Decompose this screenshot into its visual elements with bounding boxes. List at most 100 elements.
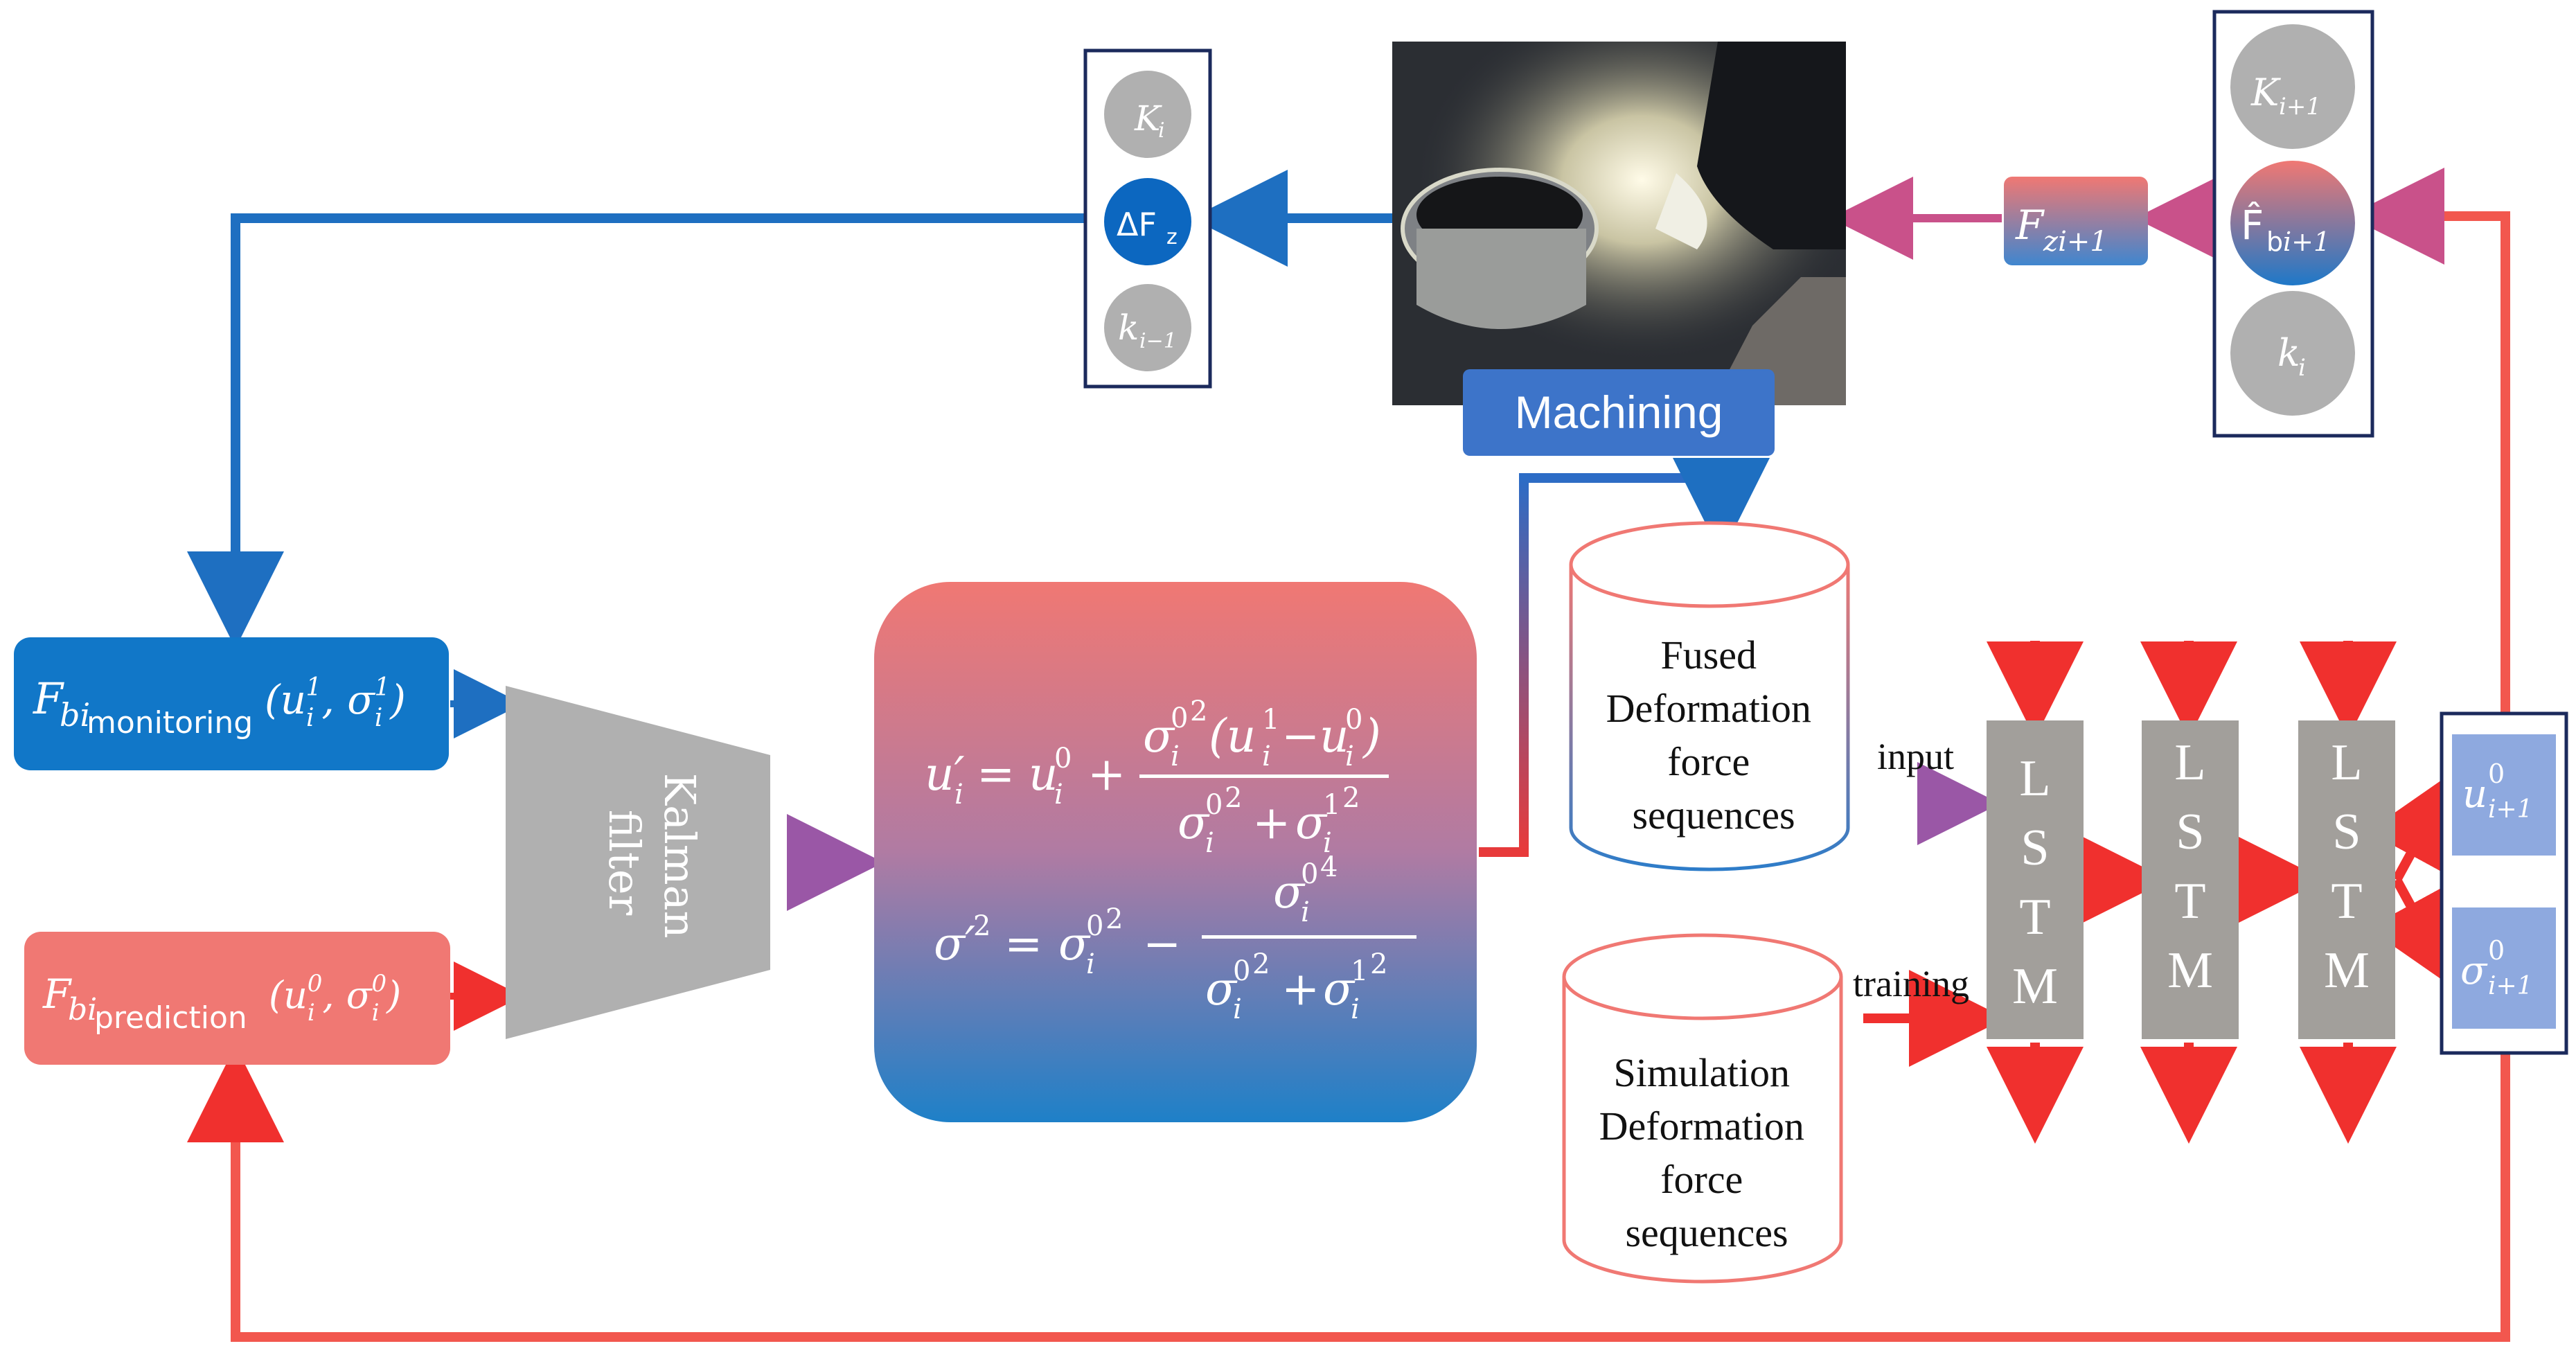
svg-text:i: i [1205, 827, 1214, 859]
circle-k-i [2230, 291, 2355, 416]
circle-K-i-plus-1 [2230, 24, 2355, 149]
svg-text:σ: σ [2460, 948, 2488, 993]
svg-text:+: + [1252, 796, 1290, 849]
lstm-output-panel: u 0 i+1 σ 0 i+1 [2440, 711, 2568, 1055]
svg-text:L: L [2174, 734, 2205, 791]
kalman-label-1: Kalman [655, 773, 705, 939]
svg-text:1: 1 [1351, 955, 1368, 987]
monitoring-F: F [33, 673, 64, 724]
svg-text:σ: σ [1323, 962, 1356, 1016]
formula-variance: σ′ 2 = σ i 0 2 − σ i 0 4 σ i 0 2 + σ i 1… [934, 851, 1416, 1025]
lstm-block-3: L S T M [2298, 720, 2395, 1039]
Fz-next-box: F zi+1 [2004, 177, 2148, 265]
svg-text:1: 1 [1262, 704, 1279, 736]
svg-text:i−1: i−1 [1139, 329, 1177, 353]
svg-text:+: + [1281, 962, 1320, 1016]
arrow-output-to-Fhat [2347, 168, 2510, 714]
svg-text:ΔF: ΔF [1117, 206, 1157, 243]
input-label: input [1877, 736, 1954, 777]
simulation-sequences-db: Simulation Deformation force sequences [1562, 933, 1843, 1284]
output-mean-box [2452, 734, 2556, 856]
svg-text:L: L [2331, 734, 2362, 791]
arrow-formula-to-fused [1479, 458, 1770, 857]
svg-text:u′: u′ [925, 747, 965, 801]
svg-text:u: u [1029, 747, 1058, 801]
svg-text:σ: σ [1178, 796, 1210, 849]
prediction-F: F [42, 971, 72, 1018]
svg-text:2: 2 [1225, 782, 1242, 814]
svg-text:z: z [1166, 225, 1178, 249]
kalman-update-formula: u′ i = u i 0 + σ i 0 2 (u i 1 − u i 0 ) … [874, 582, 1477, 1122]
svg-text:σ: σ [1295, 796, 1328, 849]
svg-text:=: = [977, 747, 1015, 801]
prediction-box: F bi prediction (ui0, σi0) [24, 932, 450, 1065]
svg-text:i: i [1233, 993, 1242, 1025]
svg-text:=: = [1004, 917, 1042, 971]
svg-text:0: 0 [1086, 910, 1103, 942]
circle-K-i [1104, 71, 1191, 158]
sim-label-3: force [1660, 1157, 1743, 1202]
svg-text:Simulation Deformation: Simulation Deformation force sequences [1599, 1050, 1815, 1255]
svg-text:2: 2 [1190, 696, 1207, 727]
fused-label-3: force [1667, 739, 1750, 784]
svg-text:i: i [1086, 948, 1095, 980]
circle-dFz [1104, 178, 1191, 265]
svg-text:M: M [2324, 942, 2370, 999]
svg-text:σ: σ [1058, 917, 1091, 971]
svg-text:i+1: i+1 [2488, 972, 2533, 1000]
svg-text:σ: σ [1205, 962, 1238, 1016]
svg-text:σ: σ [1273, 865, 1306, 919]
fused-label-4: sequences [1632, 792, 1795, 838]
svg-text:4: 4 [1320, 851, 1338, 883]
svg-text:i: i [1262, 741, 1271, 772]
arrow-dFz-to-monitoring [187, 213, 1108, 648]
prediction-subsub: prediction [94, 1000, 247, 1036]
circle-k-i-1 [1104, 284, 1191, 371]
svg-text:S: S [2020, 820, 2049, 876]
monitoring-sub: bi [60, 696, 90, 734]
state-panel-next: K i+1 F̂ b i+1 k i [2212, 10, 2374, 438]
svg-text:Fused Deformation: Fused Deformation force sequences [1606, 632, 1822, 838]
svg-text:+: + [1087, 747, 1126, 801]
svg-text:T: T [2019, 889, 2050, 946]
svg-text:2: 2 [1342, 782, 1360, 814]
kalman-label-2: filter [599, 810, 650, 916]
svg-text:K: K [1134, 98, 1162, 139]
svg-text:i: i [2298, 354, 2306, 382]
svg-text:2: 2 [1252, 948, 1270, 980]
svg-text:i: i [1158, 118, 1165, 143]
svg-text:i: i [1171, 741, 1180, 772]
fused-sequences-db: Fused Deformation force sequences [1569, 521, 1850, 871]
svg-text:K: K [2250, 71, 2281, 114]
svg-text:T: T [2331, 873, 2362, 930]
machining-label-box: Machining [1463, 369, 1775, 456]
svg-text:0: 0 [1171, 702, 1188, 734]
monitoring-subsub: monitoring [87, 705, 253, 741]
svg-text:u: u [2462, 772, 2487, 817]
svg-text:F: F [2015, 202, 2045, 249]
sim-label-4: sequences [1625, 1210, 1788, 1255]
svg-text:(u: (u [1209, 709, 1256, 763]
sim-label-1: Simulation [1613, 1050, 1790, 1095]
svg-text:S: S [2332, 804, 2361, 860]
svg-text:0: 0 [2488, 759, 2505, 789]
svg-text:k: k [2277, 331, 2300, 375]
machining-photo [1392, 42, 1846, 405]
svg-text:0: 0 [1205, 789, 1223, 821]
circle-Fhat-b-i-plus-1 [2230, 161, 2355, 285]
machining-label: Machining [1515, 387, 1723, 438]
lstm-block-2: L S T M [2142, 720, 2239, 1039]
arrow-output-to-prediction [187, 1045, 2510, 1342]
svg-text:b: b [2266, 227, 2283, 257]
svg-text:k: k [1118, 308, 1139, 348]
svg-text:2: 2 [1105, 903, 1123, 935]
svg-text:σ: σ [1143, 709, 1175, 763]
svg-text:−: − [1143, 917, 1181, 971]
svg-text:0: 0 [1233, 955, 1250, 987]
svg-text:F̂: F̂ [2241, 201, 2264, 249]
fused-label-2: Deformation [1606, 686, 1811, 731]
svg-text:i: i [1301, 896, 1310, 928]
training-label: training [1853, 963, 1969, 1004]
fused-label-1: Fused [1660, 632, 1757, 678]
